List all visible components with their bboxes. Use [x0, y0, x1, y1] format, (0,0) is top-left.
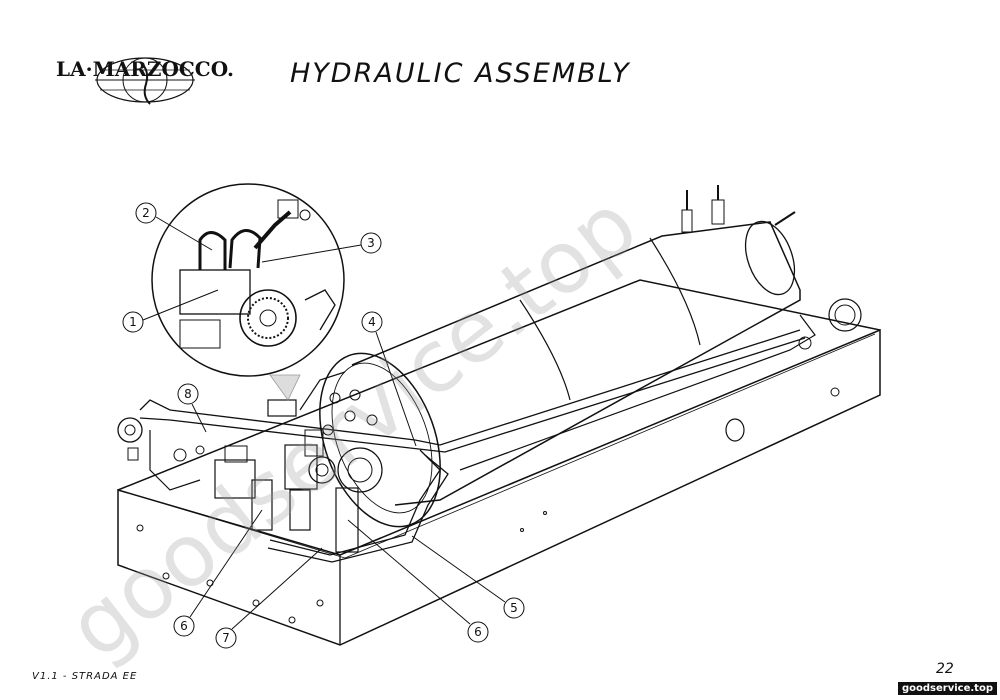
- logo-text: LA·MARZOCCO.: [56, 57, 234, 81]
- callout-1-label: 1: [129, 315, 137, 329]
- callout-5-label: 5: [510, 601, 518, 615]
- callout-4-label: 4: [368, 315, 376, 329]
- callout-8: 8: [177, 383, 207, 433]
- water-pipes: [139, 314, 816, 563]
- callout-8-label: 8: [184, 387, 192, 401]
- page-number: 22: [936, 661, 954, 677]
- callout-2-label: 2: [142, 206, 150, 220]
- page-title: HYDRAULIC ASSEMBLY: [290, 58, 631, 89]
- callout-6-left-label: 6: [180, 619, 188, 633]
- callout-3-label: 3: [367, 236, 375, 250]
- boiler-tank: [319, 185, 862, 528]
- brand-logo: LA·MARZOCCO.: [56, 57, 234, 105]
- callout-5: 5: [411, 535, 525, 619]
- callout-1: 1: [122, 289, 219, 333]
- callout-6-left: 6: [173, 509, 263, 637]
- callout-6-right-label: 6: [474, 625, 482, 639]
- callout-4: 4: [361, 311, 417, 447]
- callout-6-right: 6: [347, 519, 489, 643]
- detail-zoom-view: [151, 183, 345, 401]
- callout-7: 7: [215, 547, 323, 649]
- chassis-base: [117, 279, 881, 646]
- site-badge: goodservice.top: [898, 682, 997, 695]
- callout-3: 3: [261, 232, 382, 263]
- callout-7-label: 7: [222, 631, 230, 645]
- callout-2: 2: [135, 202, 213, 251]
- version-label: V1.1 - STRADA EE: [32, 671, 138, 682]
- valve-manifold: [117, 399, 359, 553]
